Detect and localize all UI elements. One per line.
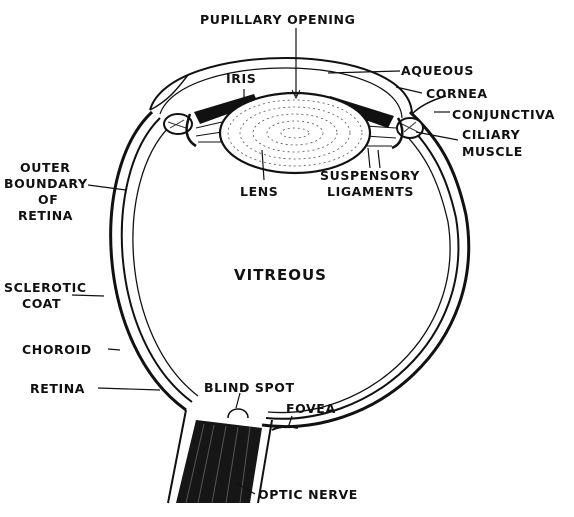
cornea-label: CORNEA	[426, 86, 488, 101]
conjunctiva-label: CONJUNCTIVA	[452, 107, 555, 122]
optic-nerve-shape	[168, 410, 272, 503]
fovea-label: FOVEA	[286, 401, 336, 416]
sclerotic-label-line2: COAT	[22, 296, 61, 311]
lens-shape	[220, 93, 370, 173]
optic-nerve-label: OPTIC NERVE	[258, 487, 358, 502]
ciliary-muscle-label-line2: MUSCLE	[462, 144, 523, 159]
outer-boundary-label-line2: BOUNDARY	[4, 176, 88, 191]
pupillary-opening-label: PUPILLARY OPENING	[200, 12, 355, 27]
lens-label: LENS	[240, 184, 278, 199]
blind-spot-shape	[228, 409, 248, 418]
suspensory-label-line2: LIGAMENTS	[327, 184, 414, 199]
ciliary-muscle-label-line1: CILIARY	[462, 127, 521, 142]
iris-label: IRIS	[226, 71, 256, 86]
retina-label: RETINA	[30, 381, 85, 396]
outer-boundary-label-line3: OF	[38, 192, 58, 207]
labels: PUPILLARY OPENING AQUEOUS CORNEA CONJUNC…	[4, 12, 555, 502]
vitreous-label: VITREOUS	[234, 266, 327, 284]
aqueous-label: AQUEOUS	[401, 63, 474, 78]
sclerotic-label-line1: SCLEROTIC	[4, 280, 87, 295]
outer-boundary-label-line1: OUTER	[20, 160, 70, 175]
blind-spot-label: BLIND SPOT	[204, 380, 295, 395]
suspensory-label-line1: SUSPENSORY	[320, 168, 420, 183]
outer-boundary-label-line4: RETINA	[18, 208, 73, 223]
choroid-label: CHOROID	[22, 342, 92, 357]
